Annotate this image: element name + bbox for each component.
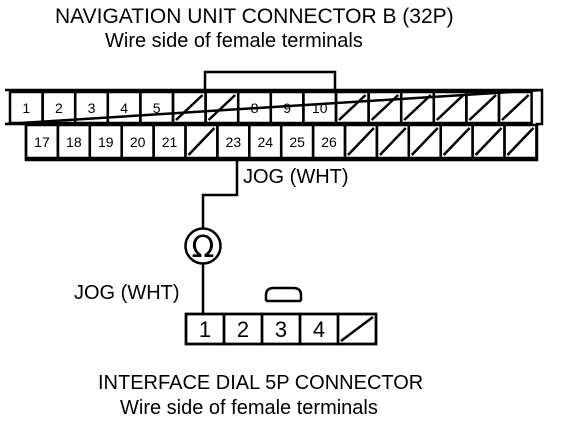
connector-b-bottom-cell <box>439 123 474 160</box>
jog-wire-label-upper: JOG (WHT) <box>243 166 349 188</box>
ohmmeter: Ω <box>184 227 222 265</box>
dial-connector: 1 2 3 4 <box>184 286 378 346</box>
blank-terminal-mark <box>207 94 237 121</box>
connector-b-bottom-cell: 20 <box>120 123 155 160</box>
blank-terminal-mark <box>340 316 374 342</box>
connector-b-top-cell <box>334 90 370 125</box>
dial-connector-cell: 1 <box>184 312 226 346</box>
pin-number: 17 <box>34 134 50 150</box>
dial-connector-cell: 4 <box>298 312 340 346</box>
dial-connector-cell: 3 <box>260 312 302 346</box>
blank-terminal-mark <box>474 127 503 156</box>
connector-b-top-cell <box>497 90 533 125</box>
dial-connector-cell <box>336 312 378 346</box>
blank-terminal-mark <box>403 94 432 121</box>
connector-b-bottom-cell <box>503 123 538 160</box>
connector-b-bottom-cell <box>343 123 379 160</box>
ohmmeter-icon <box>184 227 222 265</box>
dial-connector-subcaption: Wire side of female terminals <box>120 397 378 419</box>
pin-number: 19 <box>98 134 114 150</box>
blank-terminal-mark <box>187 127 216 156</box>
blank-terminal-mark <box>410 127 439 156</box>
pin-number: 8 <box>251 100 259 116</box>
ohm-symbol: Ω <box>192 230 215 265</box>
pin-number: 10 <box>312 100 328 116</box>
connector-b-bottom-cell: 17 <box>24 123 60 160</box>
pin-number: 21 <box>162 134 178 150</box>
pin-number: 2 <box>55 100 63 116</box>
connector-b-top-cell: 5 <box>139 90 175 125</box>
blank-terminal-mark <box>175 94 204 121</box>
pin-number: 2 <box>237 317 249 342</box>
pin-number: 3 <box>88 100 96 116</box>
blank-terminal-mark <box>442 127 471 156</box>
blank-terminal-mark <box>501 94 530 121</box>
connector-b-top-cell <box>204 90 240 125</box>
connector-b-subtitle: Wire side of female terminals <box>105 30 363 52</box>
pin-number: 3 <box>275 317 287 342</box>
blank-terminal-mark <box>468 94 497 121</box>
connector-b-bottom-cell: 24 <box>248 123 283 160</box>
connector-b-bottom-cell <box>184 123 219 160</box>
pin-number: 23 <box>226 134 242 150</box>
pin-number: 5 <box>153 100 161 116</box>
dial-connector-cells: 1 2 3 4 <box>184 312 378 346</box>
connector-b-top-cell: 1 <box>8 90 44 125</box>
connector-b-top-cell: 10 <box>302 90 338 125</box>
pin-number: 20 <box>130 134 146 150</box>
jog-wire-label-lower: JOG (WHT) <box>74 282 180 304</box>
blank-terminal-mark <box>338 94 367 121</box>
dial-connector-caption: INTERFACE DIAL 5P CONNECTOR <box>98 372 424 394</box>
blank-terminal-mark <box>347 127 375 156</box>
connector-b-bottom-cell: 19 <box>88 123 123 160</box>
jog-wire <box>201 160 239 314</box>
pin-number: 26 <box>321 134 337 150</box>
connector-b-bottom-cell <box>407 123 442 160</box>
connector-b-bottom-cell: 25 <box>279 123 315 160</box>
blank-terminal-mark <box>370 94 400 121</box>
connector-b-title: NAVIGATION UNIT CONNECTOR B (32P) <box>55 5 454 28</box>
pin-number: 4 <box>313 317 325 342</box>
blank-terminal-mark <box>506 127 535 156</box>
pin-number: 1 <box>199 317 211 342</box>
connector-b-bottom-cell: 26 <box>311 123 347 160</box>
blank-terminal-mark <box>378 127 407 156</box>
connector-b-bottom-cell: 23 <box>216 123 251 160</box>
dial-connector-latch <box>264 286 303 303</box>
connector-b-bottom-cell: 18 <box>56 123 92 160</box>
connector-b-top-cell <box>465 90 501 125</box>
pin-number: 25 <box>289 134 305 150</box>
pin-number: 1 <box>22 100 30 116</box>
pin-number: 9 <box>283 100 291 116</box>
connector-b-bottom-cell <box>471 123 506 160</box>
pin-number: 4 <box>120 100 128 116</box>
connector-b-top-cell <box>367 90 403 125</box>
connector-b-shell <box>4 88 544 162</box>
pin-number: 18 <box>66 134 82 150</box>
connector-b-bottom-cell: 21 <box>152 123 187 160</box>
dial-connector-cell: 2 <box>222 312 264 346</box>
pin-number: 24 <box>257 134 273 150</box>
connector-b-bottom-cell <box>375 123 411 160</box>
blank-terminal-mark <box>435 94 465 121</box>
connector-b-top-cell <box>171 90 207 125</box>
jog-wire-upper <box>201 160 239 228</box>
connector-b-top-cell: 2 <box>41 90 77 125</box>
connector-b-latch <box>203 70 337 92</box>
